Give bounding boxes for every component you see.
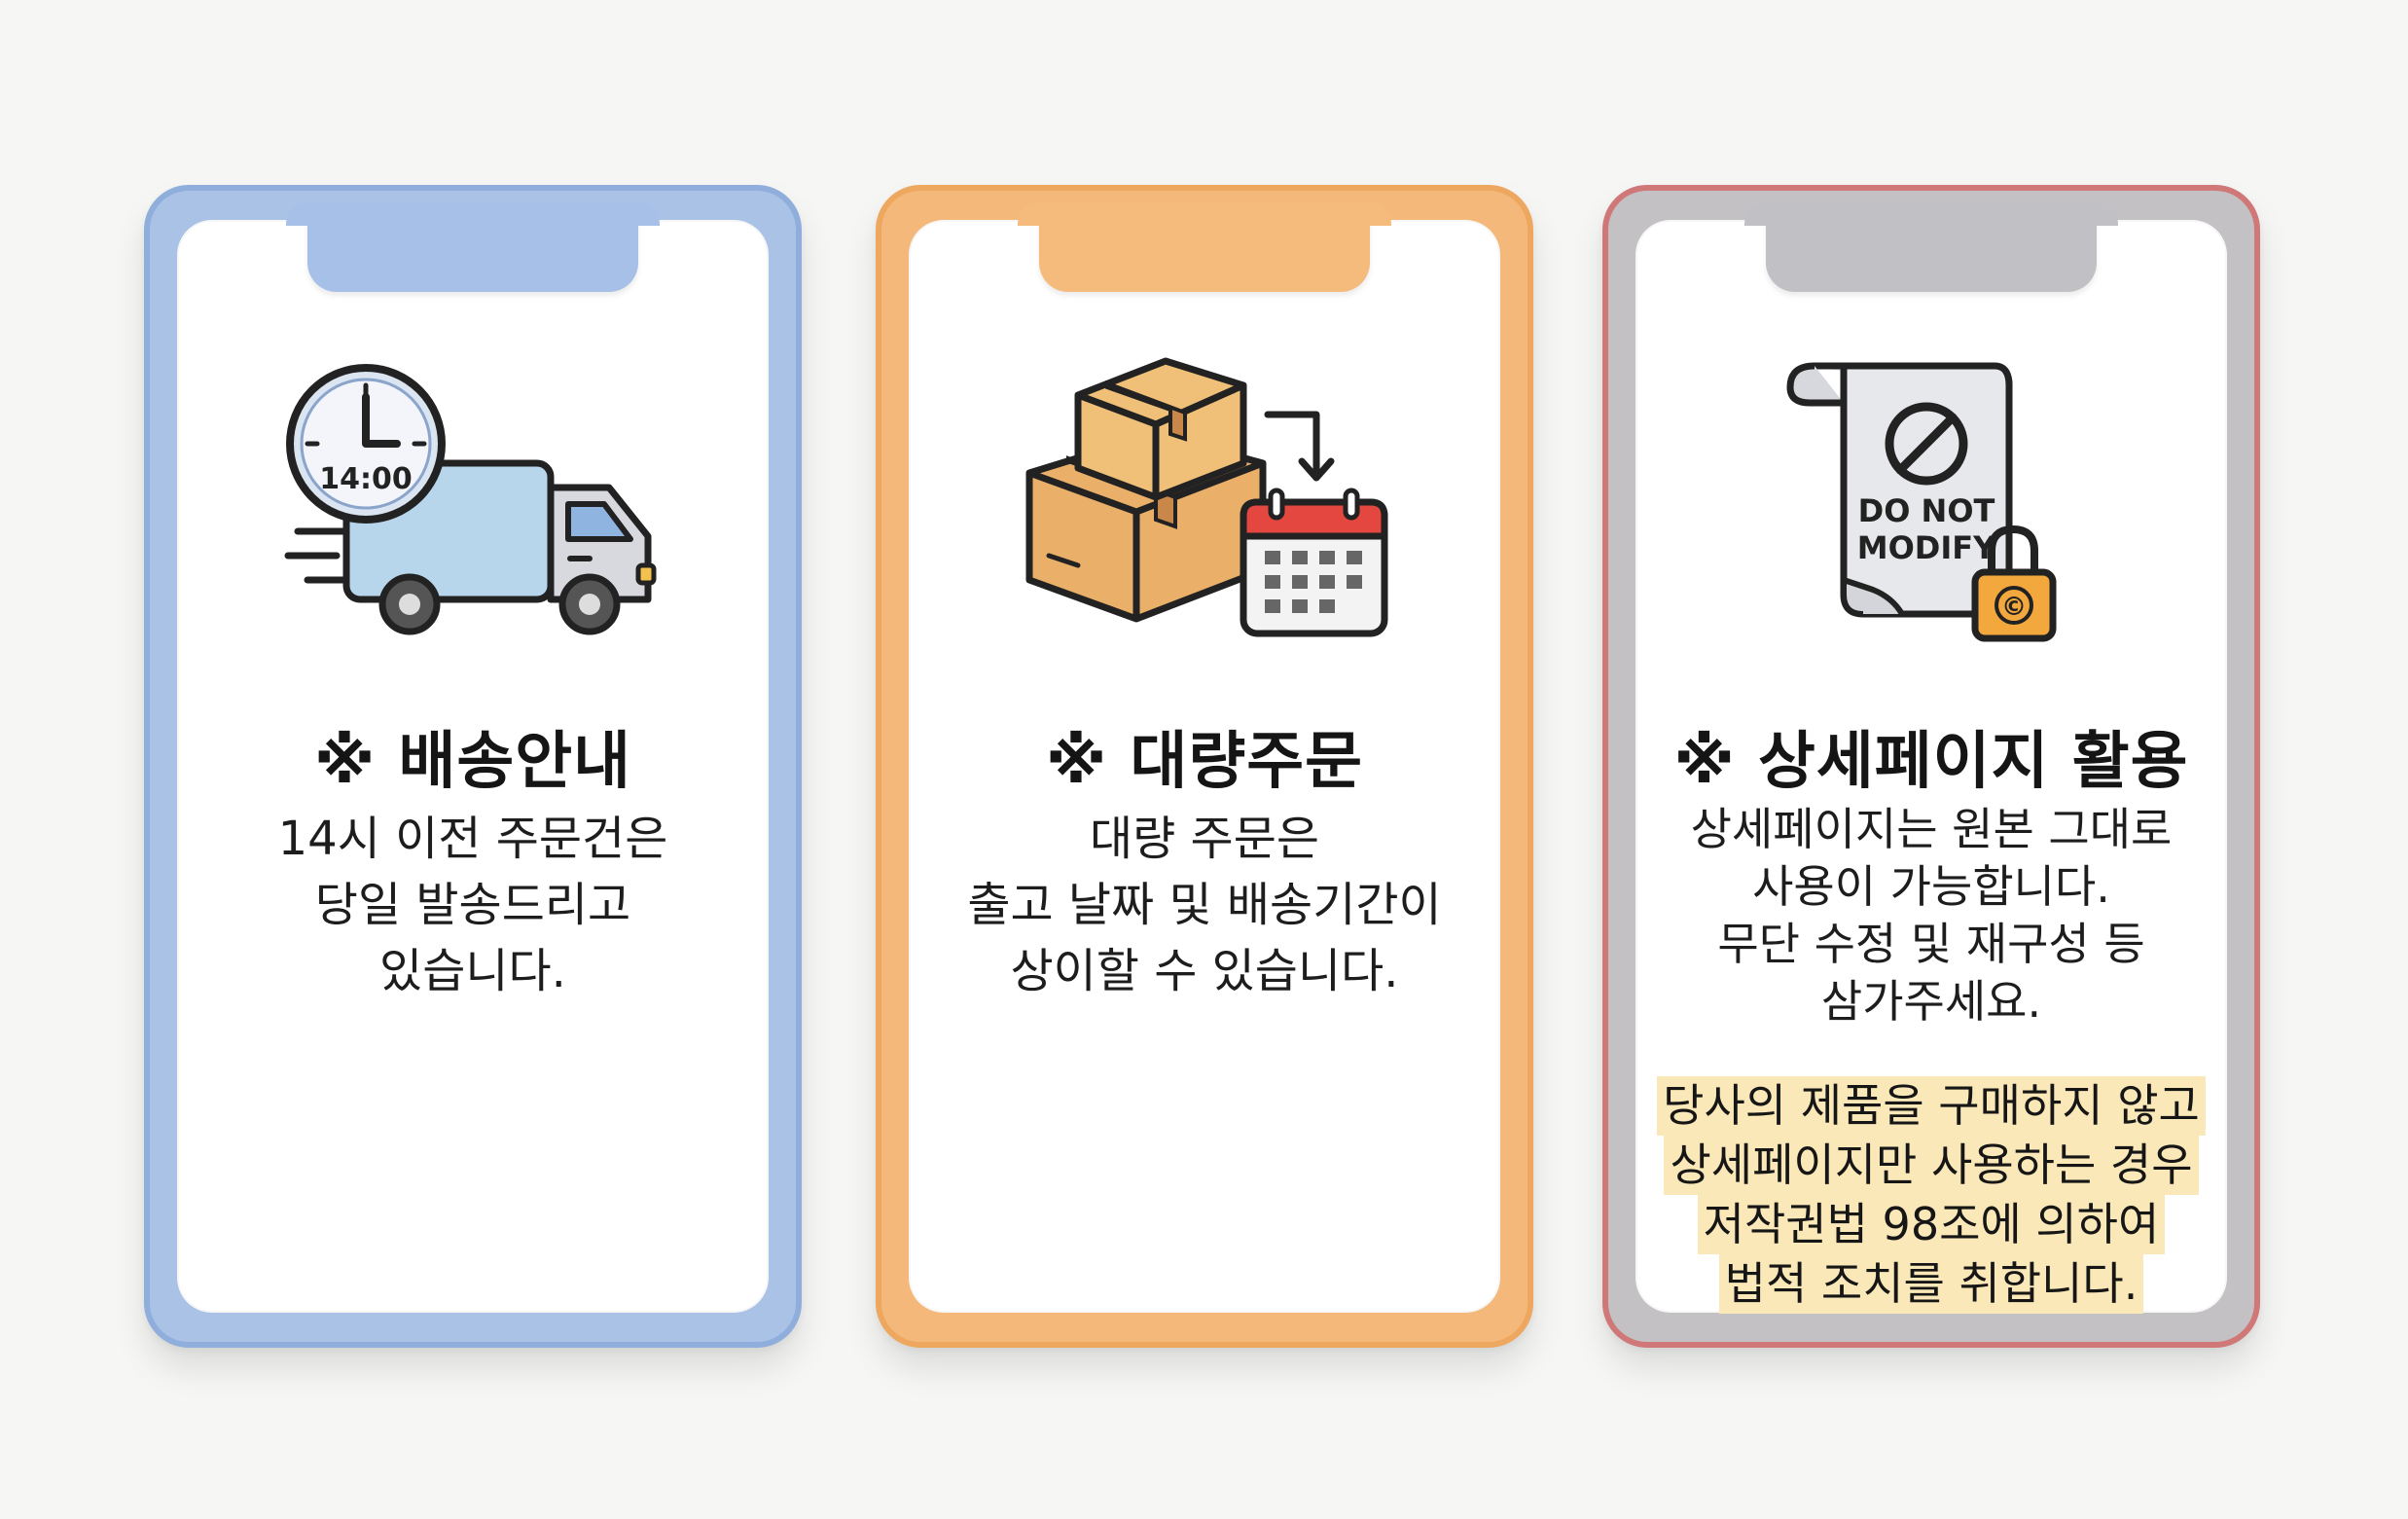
card-title: ※ 대량주문 bbox=[1045, 726, 1364, 798]
bulk-order-card: ※ 대량주문 대량 주문은 출고 날짜 및 배송기간이 상이할 수 있습니다. bbox=[876, 185, 1533, 1348]
document-text: DO NOT bbox=[1858, 492, 1995, 529]
description-line: 대량 주문은 bbox=[1089, 812, 1320, 866]
clock-time-label: 14:00 bbox=[319, 462, 413, 496]
clipboard-clip bbox=[1744, 202, 2118, 292]
document-lock-icon: DO NOT MODIFY © bbox=[1635, 356, 2227, 668]
card-description: 대량 주문은 출고 날짜 및 배송기간이 상이할 수 있습니다. bbox=[928, 806, 1481, 1004]
card-description: 상세페이지는 원본 그대로 사용이 가능합니다. 무단 수정 및 재구성 등 삼… bbox=[1655, 801, 2208, 1031]
document-text: MODIFY bbox=[1857, 529, 1996, 566]
delivery-info-card: 14:00 ※ 배송안내 14시 이전 주문건은 당일 발송드리고 있습니다. bbox=[144, 185, 802, 1348]
description-line: 무단 수정 및 재구성 등 bbox=[1717, 918, 2145, 970]
clipboard-clip bbox=[286, 202, 660, 292]
warning-line: 상세페이지만 사용하는 경우 bbox=[1664, 1136, 2199, 1195]
card-title: ※ 배송안내 bbox=[313, 726, 632, 798]
copyright-symbol: © bbox=[2001, 593, 2027, 622]
warning-line: 저작권법 98조에 의하여 bbox=[1697, 1195, 2166, 1254]
detail-page-usage-card: DO NOT MODIFY © ※ 상세페이지 활용 상세페이지는 원본 그대로… bbox=[1602, 185, 2260, 1348]
warning-line: 당사의 제품을 구매하지 않고 bbox=[1657, 1076, 2206, 1136]
copyright-warning: 당사의 제품을 구매하지 않고 상세페이지만 사용하는 경우 저작권법 98조에… bbox=[1635, 1076, 2227, 1314]
description-line: 상세페이지는 원본 그대로 bbox=[1690, 803, 2173, 855]
card-panel: DO NOT MODIFY © ※ 상세페이지 활용 상세페이지는 원본 그대로… bbox=[1635, 202, 2227, 1314]
card-panel: ※ 대량주문 대량 주문은 출고 날짜 및 배송기간이 상이할 수 있습니다. bbox=[909, 202, 1500, 1313]
card-description: 14시 이전 주문건은 당일 발송드리고 있습니다. bbox=[197, 806, 749, 1004]
boxes-calendar-icon bbox=[909, 356, 1500, 668]
description-line: 사용이 가능합니다. bbox=[1752, 860, 2110, 913]
warning-line: 법적 조치를 취합니다. bbox=[1718, 1254, 2144, 1314]
description-line: 당일 발송드리고 bbox=[314, 878, 631, 932]
card-panel: 14:00 ※ 배송안내 14시 이전 주문건은 당일 발송드리고 있습니다. bbox=[177, 202, 769, 1313]
description-line: 상이할 수 있습니다. bbox=[1010, 944, 1399, 998]
clipboard-clip bbox=[1018, 202, 1391, 292]
description-line: 14시 이전 주문건은 bbox=[277, 812, 668, 866]
card-title: ※ 상세페이지 활용 bbox=[1673, 726, 2189, 798]
description-line: 삼가주세요. bbox=[1820, 975, 2042, 1028]
description-line: 있습니다. bbox=[379, 944, 566, 998]
description-line: 출고 날짜 및 배송기간이 bbox=[967, 878, 1442, 932]
delivery-truck-clock-icon: 14:00 bbox=[177, 356, 769, 668]
